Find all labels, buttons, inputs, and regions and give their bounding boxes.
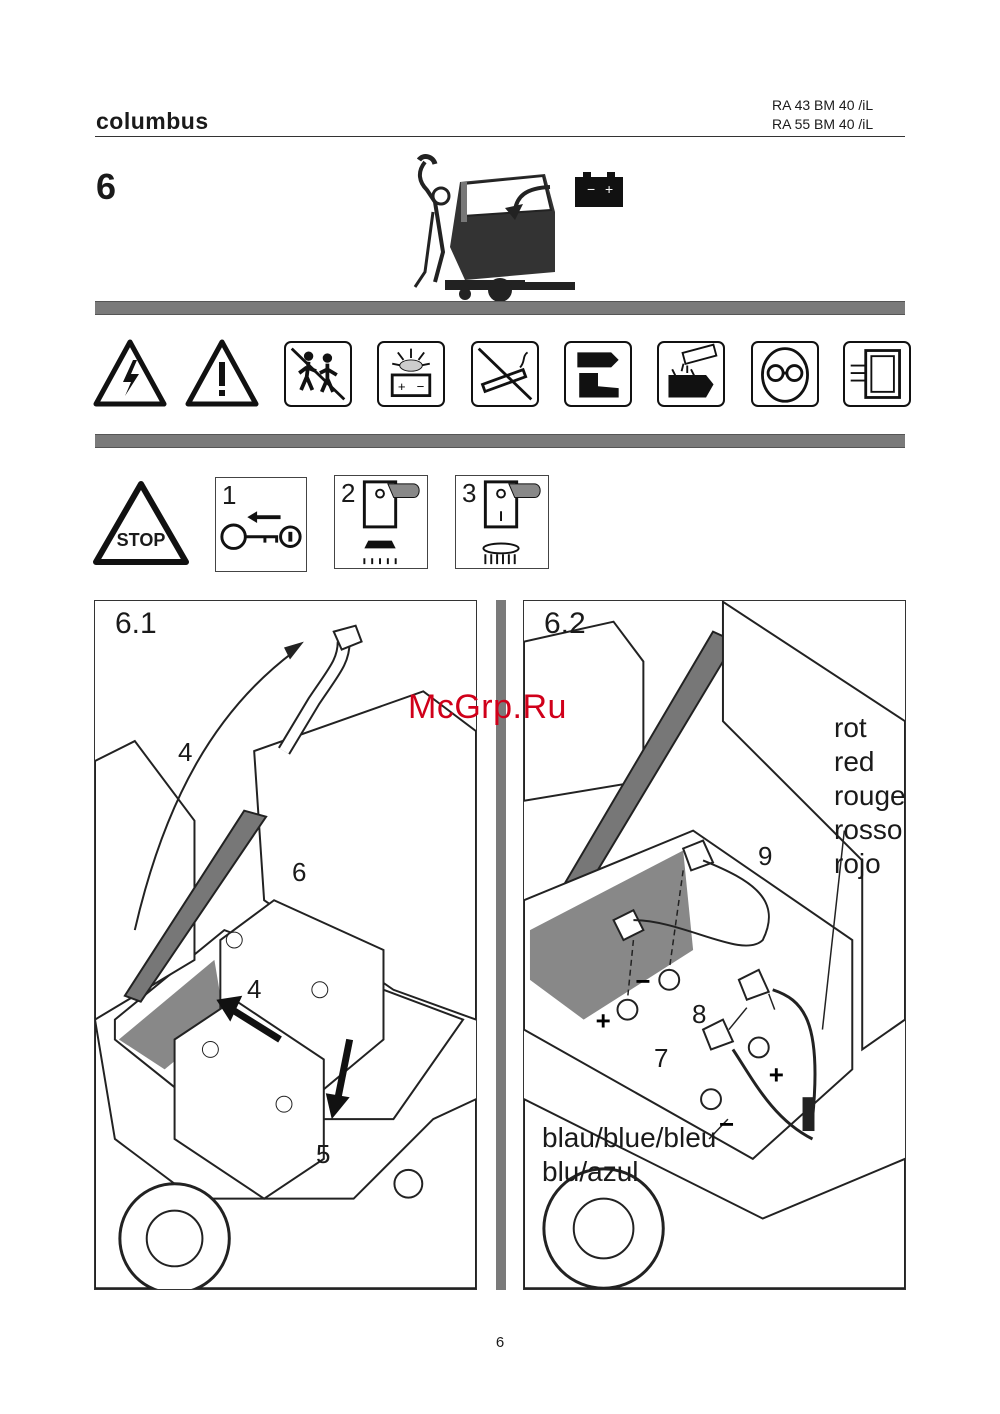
ventilation-icon (843, 341, 911, 407)
step-2-suction: 2 (334, 475, 428, 569)
page-number: 6 (495, 1334, 505, 1351)
svg-text:+: + (769, 1061, 784, 1089)
figure-label: 6.2 (544, 607, 586, 640)
header-rule (95, 136, 905, 137)
legend-text: rosso (834, 814, 903, 845)
battery-machine-illustration: − + (405, 152, 635, 302)
key-out-icon (220, 511, 302, 550)
figure-6-1: 6.1 4 6 4 5 (94, 600, 477, 1290)
callout-clamp-8: 8 (692, 999, 707, 1029)
brand-logo: columbus (96, 108, 209, 134)
electric-hazard-icon (93, 338, 167, 408)
legend-text: blau/blue/bleu (542, 1122, 717, 1153)
no-children-icon (284, 341, 352, 407)
model-line: RA 55 BM 40 /iL (772, 116, 874, 132)
legend-text: rouge (834, 780, 906, 811)
watermark: McGrp.Ru (408, 688, 567, 726)
svg-text:−: − (635, 968, 650, 996)
section-number: 6 (96, 166, 117, 207)
step-number: 1 (222, 480, 237, 510)
goggles-icon (751, 341, 819, 407)
red-cable-legend: rot red rouge rosso rojo (834, 711, 906, 881)
stop-label: STOP (116, 530, 166, 550)
callout-strap: 4 (178, 737, 193, 767)
divider-bar (95, 301, 905, 315)
svg-text:+: + (596, 1008, 611, 1036)
switch-off-suction-icon (362, 480, 420, 565)
general-warning-icon (185, 338, 259, 408)
figure-6-2: + − + − 6.2 9 8 7 rot red rouge rosso ro… (523, 600, 906, 1290)
no-smoking-icon (471, 341, 539, 407)
model-designation: RA 43 BM 40 /iL RA 55 BM 40 /iL (772, 96, 900, 134)
callout-clamp-7: 7 (654, 1043, 669, 1073)
svg-text:+: + (398, 379, 406, 394)
battery-explosion-icon: + − (377, 341, 445, 407)
figure-label: 6.1 (115, 607, 157, 640)
divider-bar (95, 434, 905, 448)
step-3-brush: 3 (455, 475, 549, 569)
step-1-key: 1 (215, 477, 307, 572)
legend-text: red (834, 746, 875, 777)
model-line: RA 43 BM 40 /iL (772, 97, 874, 113)
battery-cable-illustration: + − + − (524, 601, 905, 1289)
gloves-boots-icon (564, 341, 632, 407)
svg-text:+: + (605, 181, 613, 197)
callout-arrow: 4 (247, 974, 262, 1004)
svg-text:−: − (587, 181, 595, 197)
callout-clamp-9: 9 (758, 841, 773, 871)
stop-warning-icon: STOP (92, 478, 190, 566)
callout-battery-top: 6 (292, 857, 307, 887)
svg-text:−: − (417, 379, 425, 394)
legend-text: blu/azul (542, 1156, 639, 1187)
battery-removal-illustration (95, 624, 476, 1289)
blue-cable-legend: blau/blue/bleu blu/azul (542, 1121, 716, 1189)
switch-off-brush-icon (482, 480, 541, 565)
legend-text: rot (834, 712, 867, 743)
legend-text: rojo (834, 848, 881, 879)
svg-text:−: − (719, 1111, 734, 1139)
callout-battery-bottom: 5 (316, 1139, 331, 1169)
step-number: 2 (341, 478, 356, 508)
acid-burn-icon (657, 341, 725, 407)
step-number: 3 (462, 478, 477, 508)
figure-separator (496, 600, 506, 1290)
